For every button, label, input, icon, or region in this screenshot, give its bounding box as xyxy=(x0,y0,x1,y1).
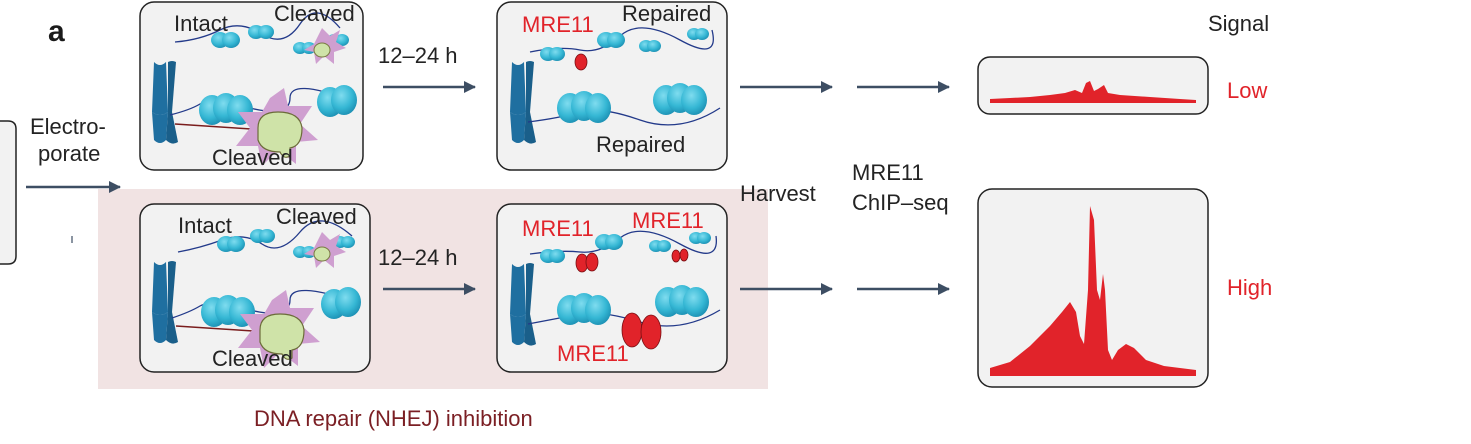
chromosome-icon xyxy=(152,61,178,144)
label-mre11-right: MRE11 xyxy=(632,208,704,233)
electroporate-label-line2: porate xyxy=(38,141,100,166)
mre11-chipseq-label-line2: ChIP–seq xyxy=(852,190,949,215)
chromosome-icon xyxy=(152,261,178,344)
source-box-edge xyxy=(0,120,17,265)
label-cleaved-top: Cleaved xyxy=(276,204,357,229)
mre11-chipseq-label-line1: MRE11 xyxy=(852,160,924,185)
label-cleaved-bottom: Cleaved xyxy=(212,346,293,371)
cas9-large-icon xyxy=(259,313,305,360)
mre11-protein-icon xyxy=(574,53,588,71)
label-mre11-left: MRE11 xyxy=(522,216,594,241)
label-intact: Intact xyxy=(178,213,232,238)
label-intact: Intact xyxy=(174,11,228,36)
nucleosome-large-icon xyxy=(557,83,707,123)
panel-letter: a xyxy=(48,15,65,48)
nucleosome-icon xyxy=(540,232,711,263)
label-repaired-bottom: Repaired xyxy=(596,132,685,157)
top-after-panel: MRE11 Repaired Repaired xyxy=(496,1,728,171)
mre11-protein-icon xyxy=(575,248,689,350)
signal-header: Signal xyxy=(1208,11,1269,36)
nucleosome-large-icon xyxy=(557,285,709,325)
chromosome-icon xyxy=(510,61,536,144)
low-signal-track xyxy=(977,56,1209,115)
time-label-bottom: 12–24 h xyxy=(378,245,458,270)
time-label-top: 12–24 h xyxy=(378,43,458,68)
chromosome-icon xyxy=(510,263,536,346)
bottom-before-panel: Intact Cleaved Cleaved xyxy=(139,203,371,373)
cas9-icon xyxy=(313,42,331,58)
inhibition-label: DNA repair (NHEJ) inhibition xyxy=(254,406,533,431)
label-cleaved-bottom: Cleaved xyxy=(212,145,293,170)
signal-label-low: Low xyxy=(1227,78,1267,103)
top-before-panel: Intact Cleaved Cleaved xyxy=(139,1,364,171)
cas9-icon xyxy=(313,246,331,262)
label-cleaved-top: Cleaved xyxy=(274,1,355,26)
label-repaired-top: Repaired xyxy=(622,1,711,26)
nucleosome-large-icon xyxy=(201,287,361,327)
nucleosome-icon xyxy=(540,28,709,61)
bottom-after-panel: MRE11 MRE11 MRE11 xyxy=(496,203,728,373)
label-mre11-top: MRE11 xyxy=(522,12,594,37)
electroporate-label-line1: Electro- xyxy=(30,114,106,139)
harvest-label: Harvest xyxy=(740,181,816,206)
cas9-large-icon xyxy=(257,111,303,158)
label-mre11-bottom: MRE11 xyxy=(557,341,629,366)
high-signal-track xyxy=(977,188,1209,388)
signal-label-high: High xyxy=(1227,275,1272,300)
